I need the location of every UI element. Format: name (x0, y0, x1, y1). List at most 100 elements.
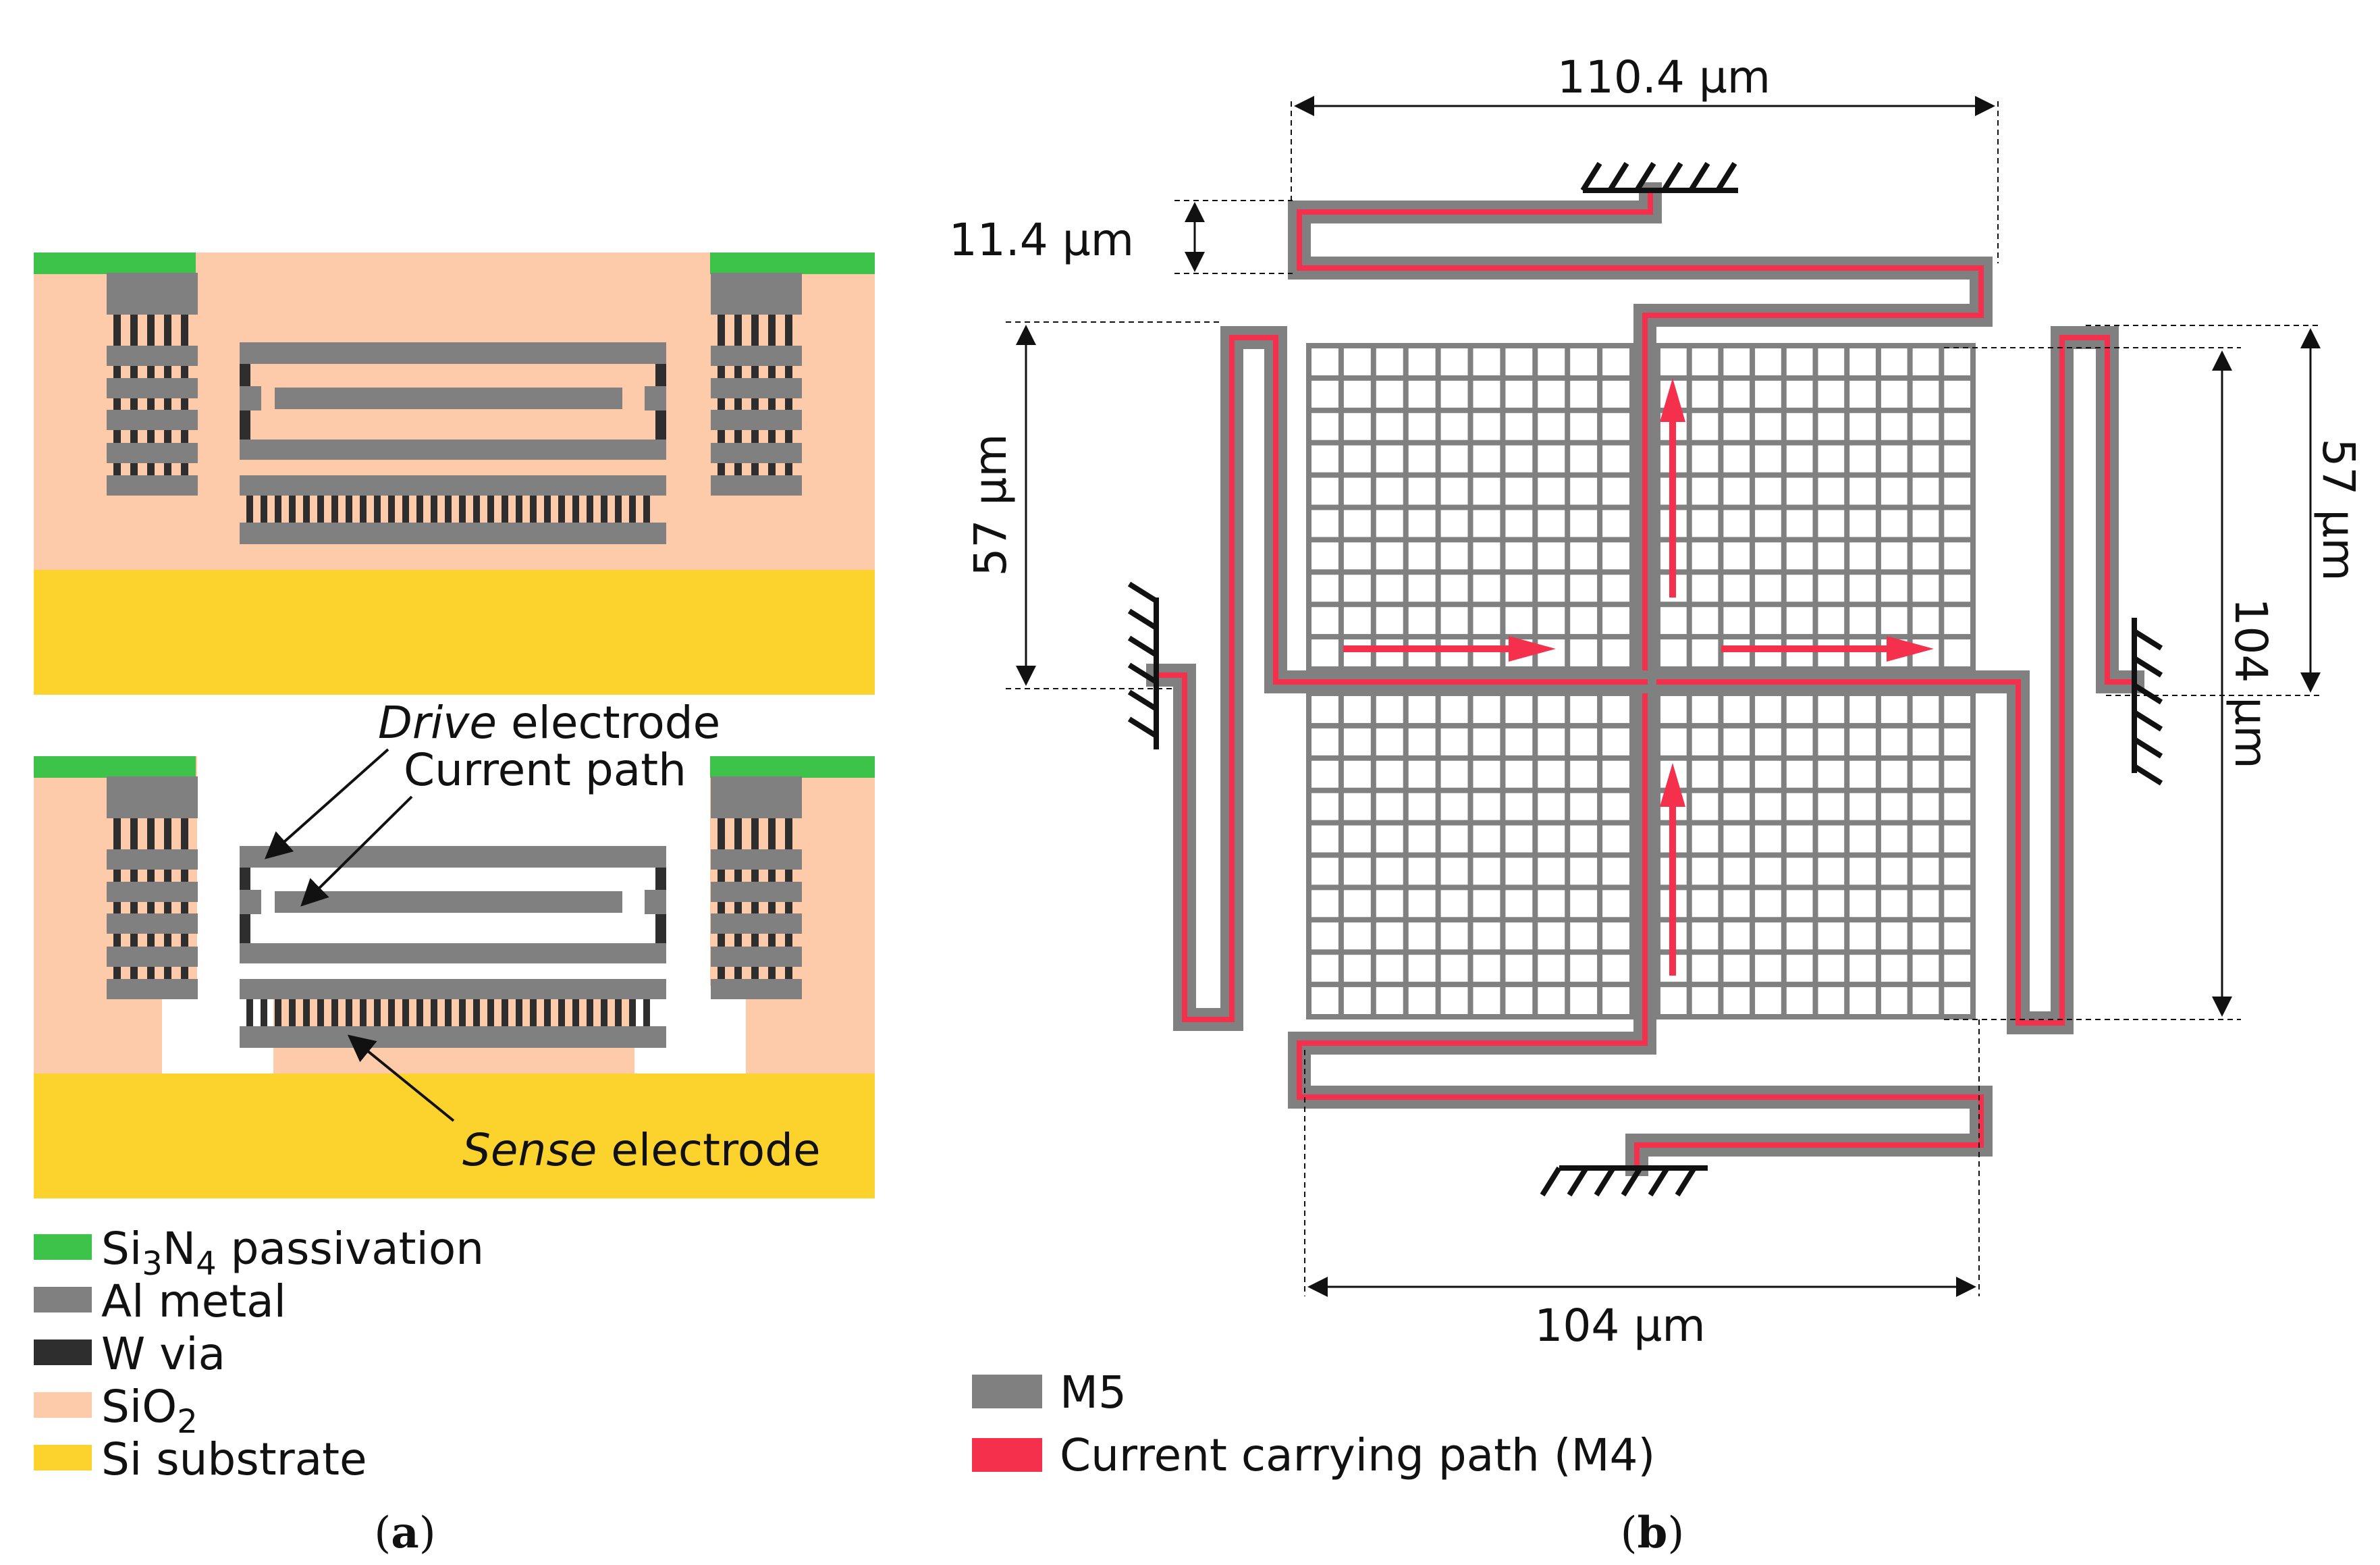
w-via (181, 366, 188, 378)
al-stub (645, 890, 666, 914)
mesh-hole (1849, 922, 1876, 950)
mesh-hole (1538, 760, 1565, 788)
al-metal-layer (711, 443, 802, 463)
mesh-hole (1538, 413, 1565, 440)
mesh-hole (1849, 955, 1876, 982)
w-via (246, 496, 253, 523)
legend-item-substrate: Si substrate (34, 1433, 367, 1485)
w-via (164, 430, 171, 443)
w-via (751, 934, 759, 947)
mesh-hole (1912, 348, 1939, 375)
mesh-hole (1570, 380, 1598, 408)
w-via (303, 496, 310, 523)
mesh-hole (1343, 542, 1371, 570)
w-via (558, 496, 565, 523)
mesh-hole (1408, 825, 1436, 853)
mesh-hole (1376, 825, 1403, 853)
w-via (130, 315, 138, 346)
sense-electrode-top (240, 979, 666, 999)
mesh-hole (1881, 825, 1908, 853)
drive-electrode-pointer (265, 748, 389, 859)
si3n4-passivation (710, 253, 875, 274)
mesh-hole (1818, 857, 1845, 885)
mesh-hole (1786, 575, 1813, 602)
w-via (718, 870, 725, 882)
al-metal-layer (107, 882, 198, 902)
w-via (785, 934, 792, 947)
w-via (785, 818, 792, 849)
w-via (181, 967, 188, 979)
mesh-hole (1376, 922, 1403, 950)
mesh-hole (1343, 348, 1371, 375)
w-via (261, 999, 267, 1026)
w-via (615, 496, 622, 523)
panel-a: Drive electrode Current path Sense elect… (34, 253, 875, 1558)
mesh-hole (1343, 793, 1371, 820)
mesh-hole (1723, 575, 1750, 602)
w-via (431, 999, 437, 1026)
mesh-hole (1311, 348, 1338, 375)
legend-b: M5 Current carrying path (M4) (972, 1367, 1655, 1481)
mesh-hole (1311, 575, 1338, 602)
mesh-hole (1473, 890, 1500, 918)
w-via (147, 398, 155, 410)
mesh-hole (1408, 922, 1436, 950)
w-via (718, 967, 725, 979)
w-via (487, 496, 494, 523)
mesh-hole (1602, 380, 1629, 408)
w-via (734, 398, 742, 410)
mesh-hole (1538, 445, 1565, 473)
mesh-hole (1692, 696, 1719, 723)
dim-label-top-width: 110.4 µm (1557, 51, 1770, 103)
mesh-hole (1311, 639, 1338, 666)
legend-label-current-path: Current carrying path (M4) (1060, 1429, 1655, 1481)
mesh-hole (1505, 413, 1533, 440)
al-metal-layer (711, 979, 802, 999)
mesh-hole (1755, 445, 1781, 473)
mesh-hole (1473, 793, 1500, 820)
w-via (785, 315, 792, 346)
mesh-hole (1570, 639, 1598, 666)
mesh-hole (1818, 380, 1845, 408)
mesh-hole (1440, 890, 1468, 918)
mesh-hole (1570, 987, 1598, 1014)
mesh-hole (1408, 348, 1436, 375)
w-via (718, 315, 725, 346)
mesh-hole (1311, 413, 1338, 440)
al-metal-layer (711, 947, 802, 967)
current-arrow-right-right (1721, 636, 1934, 662)
mesh-hole (1376, 696, 1403, 723)
mesh-hole (1602, 728, 1629, 755)
mesh-hole (1692, 348, 1719, 375)
w-via (113, 870, 121, 882)
mesh-hole (1538, 987, 1565, 1014)
al-metal-layer (711, 378, 802, 398)
mesh-hole (1818, 477, 1845, 505)
mesh-hole (1849, 380, 1876, 408)
mesh-hole (1849, 987, 1876, 1014)
al-metal-layer (107, 849, 198, 870)
w-via (768, 967, 776, 979)
mesh-hole (1944, 542, 1970, 570)
mesh-hole (1755, 890, 1781, 918)
al-metal-layer (107, 443, 198, 463)
mesh-hole (1755, 793, 1781, 820)
anchor-right (2132, 618, 2163, 786)
mesh-hole (1570, 760, 1598, 788)
mesh-hole (1408, 542, 1436, 570)
mesh-hole (1912, 857, 1939, 885)
mesh-hole (1538, 857, 1565, 885)
w-via (785, 398, 792, 410)
mesh-hole (1723, 922, 1750, 950)
mesh-hole (1505, 987, 1533, 1014)
mesh-hole (1692, 987, 1719, 1014)
mesh-hole (1944, 987, 1970, 1014)
drive-electrode-top (240, 342, 666, 364)
mesh-hole (1660, 639, 1687, 666)
panel-b: 110.4 µm 11.4 µm 57 µm 57 µm 104 µm 104 … (949, 51, 2364, 1558)
w-via (181, 870, 188, 882)
mesh-hole (1505, 857, 1533, 885)
mesh-hole (1755, 825, 1781, 853)
mesh-hole (1570, 413, 1598, 440)
mesh-hole (1602, 477, 1629, 505)
